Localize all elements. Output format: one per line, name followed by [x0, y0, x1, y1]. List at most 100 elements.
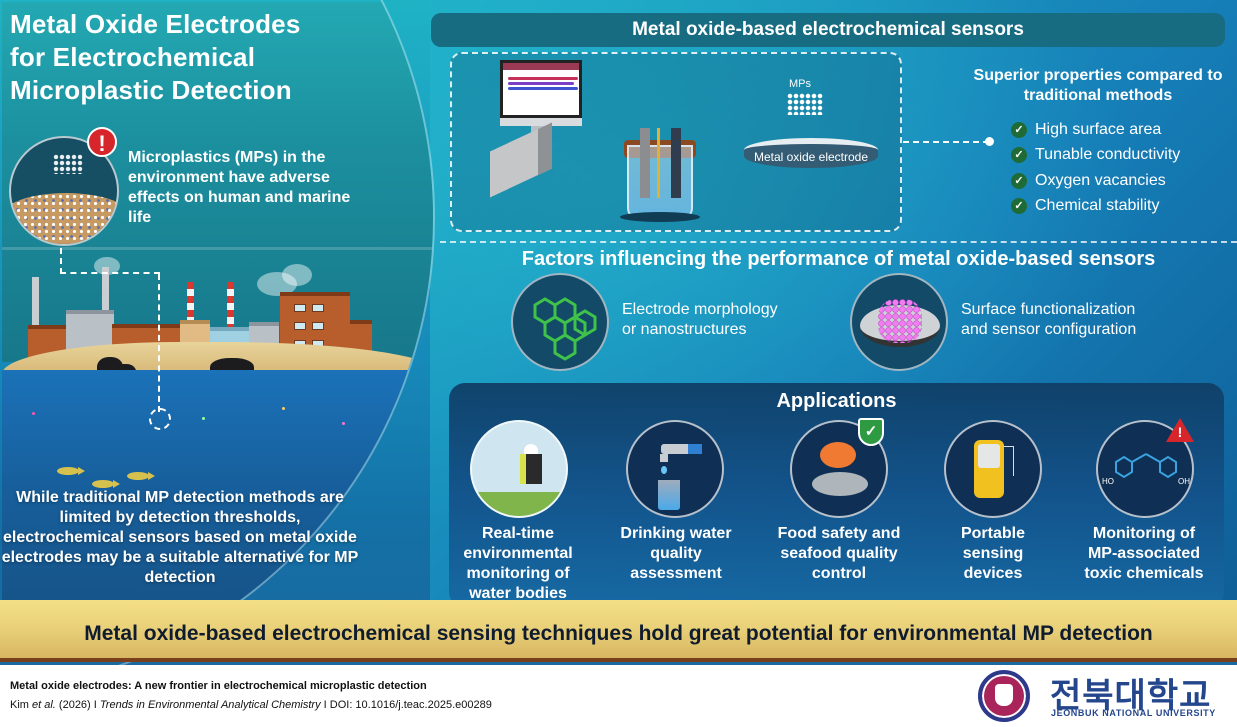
window [312, 304, 324, 312]
property-item: ✓ Tunable conductivity [1011, 143, 1180, 169]
citation: Kim et al. (2026) I Trends in Environmen… [10, 699, 492, 711]
application-label-line: Portable [960, 525, 1025, 542]
dashed-connector [903, 141, 989, 143]
working-electrode [671, 128, 681, 198]
article-title: Metal oxide electrodes: A new frontier i… [10, 680, 427, 692]
fish-icon [127, 472, 155, 480]
university-seal-icon [978, 670, 1030, 722]
monitor-chin [500, 118, 582, 126]
citation-etal: et al. [32, 699, 56, 711]
property-item: ✓ Chemical stability [1011, 194, 1180, 220]
dashed-connector [60, 248, 160, 274]
factor-label-line: Surface functionalization [961, 301, 1136, 318]
check-icon: ✓ [1011, 147, 1027, 164]
conclusion-banner [0, 600, 1237, 662]
fish-icon [57, 467, 85, 475]
application-label-line: assessment [630, 565, 722, 582]
fish-icon [92, 480, 120, 488]
application-label: Monitoring of MP-associated toxic chemic… [1069, 524, 1219, 584]
field-worker-sampling-icon [470, 420, 568, 518]
chimney-icon [227, 282, 234, 327]
application-label-line: toxic chemicals [1084, 565, 1204, 582]
shield-check-icon: ✓ [858, 418, 884, 446]
chimney-icon [187, 282, 194, 327]
application-label-line: water bodies [469, 585, 567, 602]
citation-authors: Kim [10, 699, 32, 711]
microplastics-sample-icon [9, 136, 119, 246]
application-label-line: monitoring of [466, 565, 570, 582]
application-label-line: Food safety and [777, 525, 901, 542]
factors-title: Factors influencing the performance of m… [521, 248, 1156, 270]
mp-flakes [53, 154, 83, 174]
warning-triangle-icon [1166, 418, 1194, 442]
property-label: Chemical stability [1035, 197, 1160, 215]
citation-year: (2026) I [55, 699, 100, 711]
title-line: for Electrochemical [10, 42, 256, 72]
microplastic-particle [282, 407, 285, 410]
smoke-icon [282, 264, 312, 286]
application-label-line: seafood quality [780, 545, 898, 562]
factor-label-line: or nanostructures [622, 321, 747, 338]
application-label-line: Drinking water [620, 525, 732, 542]
mp-statement: Microplastics (MPs) in the environment h… [128, 149, 351, 226]
chimney-icon [102, 267, 109, 317]
electrode-label: Metal oxide electrode [753, 150, 869, 164]
application-label: Drinking water quality assessment [601, 524, 751, 584]
window [312, 322, 324, 330]
microplastic-particle [342, 422, 345, 425]
mps-label: MPs [789, 78, 811, 90]
functionalized-disk-icon [850, 273, 948, 371]
property-label: Tunable conductivity [1035, 146, 1181, 164]
check-icon: ✓ [1011, 121, 1027, 138]
check-icon: ✓ [1011, 172, 1027, 189]
detection-statement: While traditional MP detection methods a… [1, 489, 359, 586]
footer [0, 666, 1237, 727]
citation-doi[interactable]: I DOI: 10.1016/j.teac.2025.e00289 [320, 699, 492, 711]
application-label-line: environmental [463, 545, 573, 562]
computer-monitor-icon [500, 60, 582, 118]
application-label: Portable sensing devices [918, 524, 1068, 584]
chimney-icon [32, 277, 39, 327]
smoke-icon [94, 257, 120, 275]
application-label-line: quality [650, 545, 702, 562]
section-header-sensors: Metal oxide-based electrochemical sensor… [431, 13, 1225, 47]
electrochemical-cell-icon [627, 145, 693, 220]
svg-text:OH: OH [1178, 477, 1190, 486]
application-label-line: Real-time [481, 525, 555, 542]
factor-label: Electrode morphology or nanostructures [622, 300, 778, 340]
reference-electrode [640, 128, 650, 198]
properties-title: Superior properties compared to traditio… [973, 67, 1223, 104]
svg-text:HO: HO [1102, 477, 1114, 486]
handheld-sensor-icon [944, 420, 1042, 518]
counter-electrode [657, 128, 660, 198]
properties-list: ✓ High surface area ✓ Tunable conductivity… [1011, 117, 1180, 219]
microplastic-flakes-icon [787, 93, 823, 115]
check-icon: ✓ [1011, 198, 1027, 215]
application-label-line: control [811, 565, 867, 582]
metal-oxide-electrode-icon [744, 138, 878, 168]
property-item: ✓ High surface area [1011, 117, 1180, 143]
warning-exclamation: ! [1177, 424, 1183, 440]
conclusion-text: Metal oxide-based electrochemical sensin… [84, 622, 1153, 645]
applications-title: Applications [776, 390, 897, 412]
university-name-korean: 전북대학교 [1050, 677, 1212, 715]
connector-dot [985, 137, 994, 146]
property-item: ✓Oxygen vacancies [1011, 168, 1180, 194]
exclamation-alert-icon: ! [87, 127, 117, 157]
application-label-line: MP-associated [1087, 545, 1201, 562]
dashed-connector [158, 274, 160, 412]
window [294, 304, 306, 312]
microplastic-particle [32, 412, 35, 415]
factor-label-line: Electrode morphology [622, 301, 778, 318]
section-divider [440, 241, 1237, 243]
factor-label-line: and sensor configuration [961, 321, 1137, 338]
window [294, 322, 306, 330]
hexagon-lattice-icon [511, 273, 609, 371]
water-tap-glass-icon [626, 420, 724, 518]
university-name-english: JEONBUK NATIONAL UNIVERSITY [1051, 708, 1216, 718]
application-label-line: Monitoring of [1092, 525, 1196, 542]
title-line: Metal Oxide Electrodes [10, 9, 301, 39]
application-label: Real-time environmental monitoring of wa… [443, 524, 593, 604]
property-label: High surface area [1035, 120, 1162, 138]
